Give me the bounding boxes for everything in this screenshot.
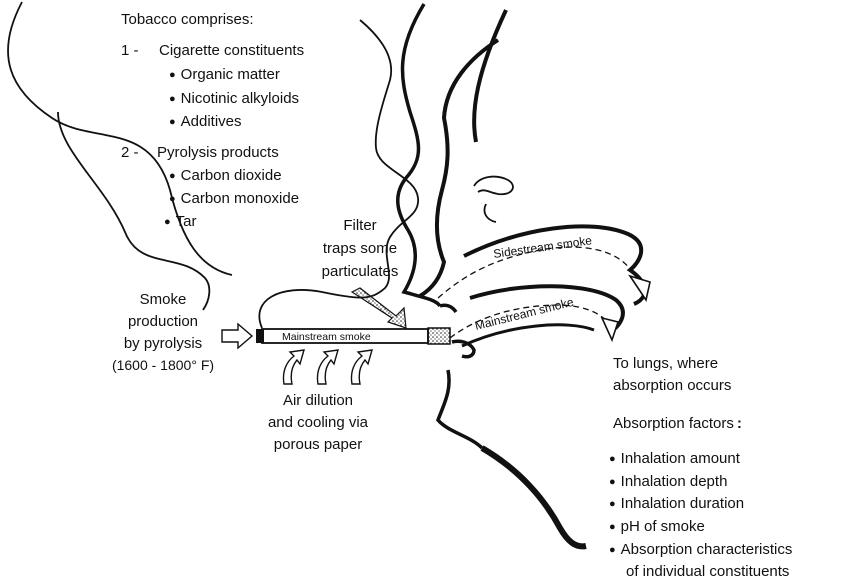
smoke-wave-2 <box>58 112 209 310</box>
lungs-line2: absorption occurs <box>613 377 731 395</box>
filter-label-line2: traps some <box>300 240 420 258</box>
air-dilution-arrows <box>283 350 372 384</box>
smoke-production-line2: production <box>100 313 226 331</box>
air-arrow-icon <box>351 350 372 384</box>
list-item: Carbon monoxide <box>169 190 299 209</box>
list-item: Additives <box>169 113 242 132</box>
air-dilution-line1: Air dilution <box>248 392 388 410</box>
smoke-production-line1: Smoke <box>100 291 226 309</box>
cigarette-mainstream-label: Mainstream smoke <box>282 331 371 343</box>
filter-label-line3: particulates <box>300 263 420 281</box>
list-item: Nicotinic alkyloids <box>169 90 299 109</box>
air-arrow-icon <box>317 350 338 384</box>
absorption-continuation: of individual constituents <box>626 563 789 581</box>
filter-label-line1: Filter <box>300 217 420 235</box>
absorption-heading: Absorption factors: <box>613 415 742 433</box>
list-item: Inhalation duration <box>609 495 744 514</box>
cigarette-lit-tip <box>256 329 264 343</box>
face-profile-inner <box>420 40 498 296</box>
air-dilution-line3: porous paper <box>248 436 388 454</box>
list-item: Absorption characteristics <box>609 541 792 560</box>
smoke-production-arrow-icon <box>222 324 252 348</box>
list-item: Organic matter <box>169 66 280 85</box>
absorption-heading-text: Absorption factors <box>613 415 734 432</box>
smoke-production-line3: by pyrolysis <box>100 335 226 353</box>
smoke-production-line4: (1600 - 1800° F) <box>92 356 234 374</box>
sidestream-arrow-icon <box>630 276 650 300</box>
list-item: Inhalation depth <box>609 473 727 492</box>
list-item: Carbon dioxide <box>169 167 282 186</box>
smoke-plume <box>259 20 418 328</box>
cigarette-filter <box>428 328 450 344</box>
filter-pointer-arrow <box>352 288 406 328</box>
group1-number: 1 - <box>121 42 139 60</box>
air-arrow-icon <box>283 350 304 384</box>
throat-line <box>474 10 506 142</box>
neck-line <box>482 448 586 546</box>
absorption-heading-colon: : <box>737 415 742 432</box>
face-profile-outer <box>398 4 440 306</box>
list-item: Tar <box>164 213 197 232</box>
nostril-detail <box>474 177 513 222</box>
mainstream-arrow-icon <box>602 318 618 340</box>
lungs-line1: To lungs, where <box>613 355 718 373</box>
air-dilution-line2: and cooling via <box>248 414 388 432</box>
group2-label: Pyrolysis products <box>157 144 279 162</box>
list-item: pH of smoke <box>609 518 705 537</box>
list-item: Inhalation amount <box>609 450 740 469</box>
group2-number: 2 - <box>121 144 139 162</box>
group1-label: Cigarette constituents <box>159 42 304 60</box>
lip-upper <box>440 305 456 312</box>
chin-line <box>438 370 482 448</box>
tobacco-heading: Tobacco comprises: <box>121 11 254 29</box>
